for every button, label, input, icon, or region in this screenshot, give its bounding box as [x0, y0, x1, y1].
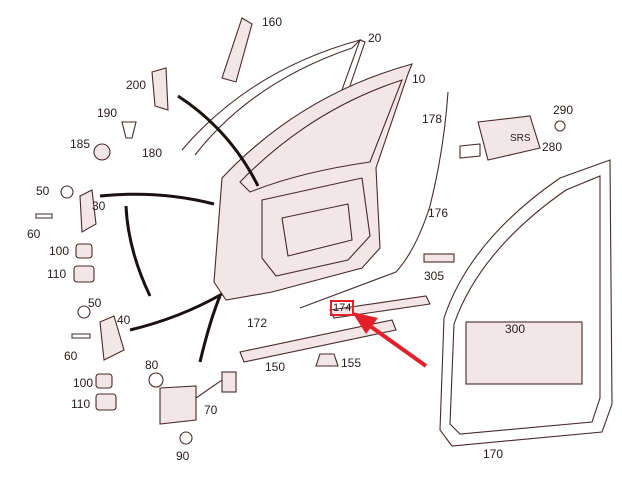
callout-10: 10 [412, 72, 426, 86]
callout-172: 172 [247, 316, 268, 330]
sill-150 [239, 319, 397, 363]
callout-30: 30 [92, 199, 106, 213]
callout-60-upper: 60 [27, 227, 41, 241]
grommet-185 [93, 143, 111, 161]
check-strap-bolt [148, 372, 164, 388]
leader-line-upper [177, 94, 260, 187]
callout-155: 155 [341, 356, 362, 370]
callout-305: 305 [424, 269, 445, 283]
door-shell [213, 63, 413, 301]
door-frame-seal [439, 159, 613, 447]
callout-110-lower: 110 [71, 397, 91, 411]
block-305 [423, 253, 455, 263]
callout-50-upper: 50 [36, 184, 50, 198]
callout-20: 20 [368, 31, 382, 45]
clip-190 [121, 121, 137, 139]
leader-line-180 [124, 205, 152, 297]
callout-178: 178 [422, 112, 443, 126]
bolt-50a [60, 185, 74, 199]
leader-line-40 [129, 292, 223, 332]
callout-185: 185 [70, 137, 91, 151]
bushing-100a [75, 243, 93, 259]
bolt-90 [179, 431, 193, 445]
door-frame-seal-inner [449, 175, 601, 435]
srs-module [477, 115, 541, 161]
leader-line-80 [198, 295, 222, 363]
callout-200: 200 [126, 78, 147, 92]
door-window-opening [239, 79, 403, 193]
screw-60b [71, 333, 91, 339]
callout-280: 280 [542, 140, 563, 154]
callout-100-lower: 100 [73, 376, 94, 390]
callout-190: 190 [97, 106, 118, 120]
callout-110-upper: 110 [47, 267, 67, 281]
callout-170: 170 [483, 447, 504, 461]
screw-60a [35, 213, 53, 219]
callout-180: 180 [142, 146, 163, 160]
callout-150: 150 [265, 360, 286, 374]
bolt-290 [554, 120, 566, 132]
callout-300: 300 [505, 322, 526, 336]
bushing-110a [73, 265, 95, 283]
callout-160: 160 [262, 15, 283, 29]
bushing-110b [95, 393, 117, 411]
bolt-50b [77, 305, 91, 319]
door-inner-panel [261, 177, 371, 277]
leader-line-hinge [99, 192, 215, 206]
callout-40: 40 [117, 313, 131, 327]
highlight-arrow-shaft [368, 324, 428, 368]
callout-60-lower: 60 [64, 349, 78, 363]
callout-90: 90 [176, 449, 190, 463]
callout-50-lower: 50 [88, 296, 102, 310]
callout-174-highlighted: 174 [330, 300, 355, 316]
srs-module-label: SRS [510, 133, 531, 144]
highlight-arrow-head [352, 312, 378, 334]
panel-300 [465, 321, 583, 385]
door-inner-cutout [281, 203, 353, 257]
cap-155 [315, 353, 339, 367]
mirror-bracket [151, 67, 169, 111]
strap-stop [221, 371, 237, 393]
srs-module-bracket [459, 143, 481, 159]
callout-80: 80 [145, 358, 159, 372]
upper-hinge [79, 189, 97, 233]
callout-70: 70 [204, 403, 218, 417]
bushing-100b [95, 373, 113, 389]
callout-100-upper: 100 [49, 244, 70, 258]
check-strap [159, 385, 197, 425]
window-trim-strip [221, 17, 253, 83]
door-seal-178 [299, 91, 449, 309]
callout-176: 176 [428, 206, 449, 220]
lower-hinge [99, 315, 125, 361]
callout-290: 290 [553, 103, 574, 117]
